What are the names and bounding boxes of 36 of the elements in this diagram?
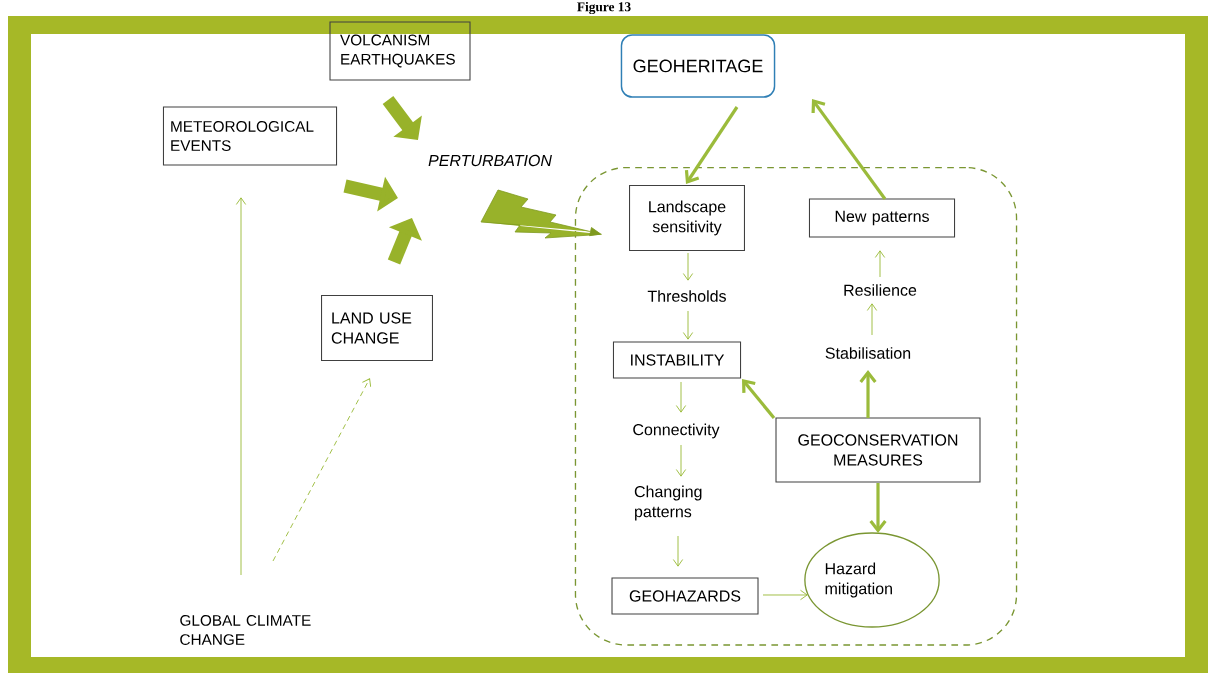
text-box: INSTABILITY: [612, 341, 742, 379]
arrow: [762, 589, 808, 601]
text-box: New patterns: [808, 198, 956, 238]
flow-label: Changing patterns: [634, 485, 702, 521]
figure-title: Figure 13: [577, 1, 631, 15]
arrow: [682, 310, 694, 340]
flow-label: Resilience: [844, 284, 917, 296]
lightning-bolt: [480, 189, 603, 239]
arrow: [675, 444, 687, 477]
arrow: [811, 99, 887, 200]
flow-label: PERTURBATION: [428, 154, 552, 167]
arrow: [684, 106, 739, 184]
text-box: VOLCANISM EARTHQUAKES: [329, 21, 471, 81]
flow-label: Connectivity: [633, 423, 720, 439]
arrow: [235, 197, 247, 576]
text-box: GEOCONSERVATION MEASURES: [775, 417, 981, 483]
block-arrow: [382, 96, 422, 140]
arrow: [869, 483, 887, 533]
arrow: [682, 252, 694, 281]
arrow: [866, 303, 878, 336]
ellipse-node: Hazard mitigation: [804, 532, 940, 628]
arrow: [859, 370, 877, 418]
text-box: METEOROLOGICAL EVENTS: [162, 106, 338, 166]
text-box: Landscape sensitivity: [629, 184, 745, 252]
dashed-arrow: [272, 378, 372, 562]
dashed-boundary: [574, 166, 1018, 646]
text-box: LAND USE CHANGE: [321, 294, 433, 362]
arrow: [675, 381, 687, 413]
rounded-box: GEOHERITAGE: [620, 34, 776, 98]
flow-label: Stabilisation: [825, 347, 911, 359]
arrow: [672, 535, 684, 567]
flow-label: Thresholds: [647, 290, 726, 302]
arrow: [874, 250, 886, 278]
arrow: [742, 379, 776, 419]
flow-label: GLOBAL CLIMATE CHANGE: [180, 614, 311, 645]
text-box: GEOHAZARDS: [611, 577, 759, 615]
